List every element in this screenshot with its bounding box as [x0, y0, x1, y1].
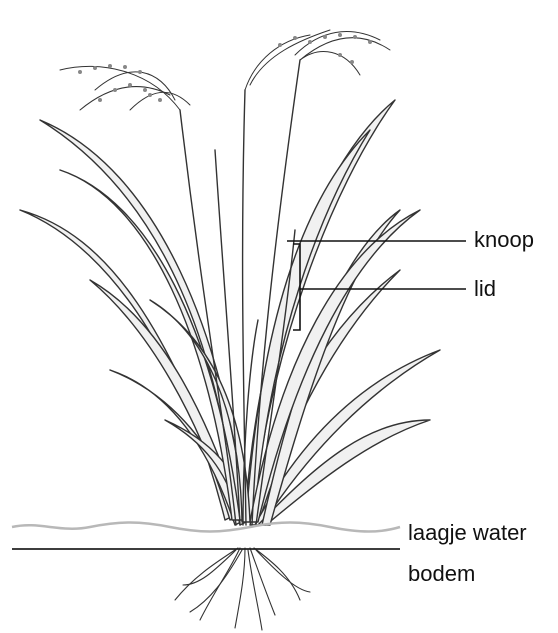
panicle-grains [78, 33, 372, 102]
leaf-blades [20, 100, 440, 525]
internode-label: lid [474, 278, 496, 300]
rice-plant [20, 30, 440, 630]
panicles [60, 30, 390, 110]
node-label: knoop [474, 229, 534, 251]
water-layer-line [12, 523, 400, 532]
soil-label: bodem [408, 563, 475, 585]
water-layer-label: laagje water [408, 522, 527, 544]
roots [175, 548, 310, 630]
